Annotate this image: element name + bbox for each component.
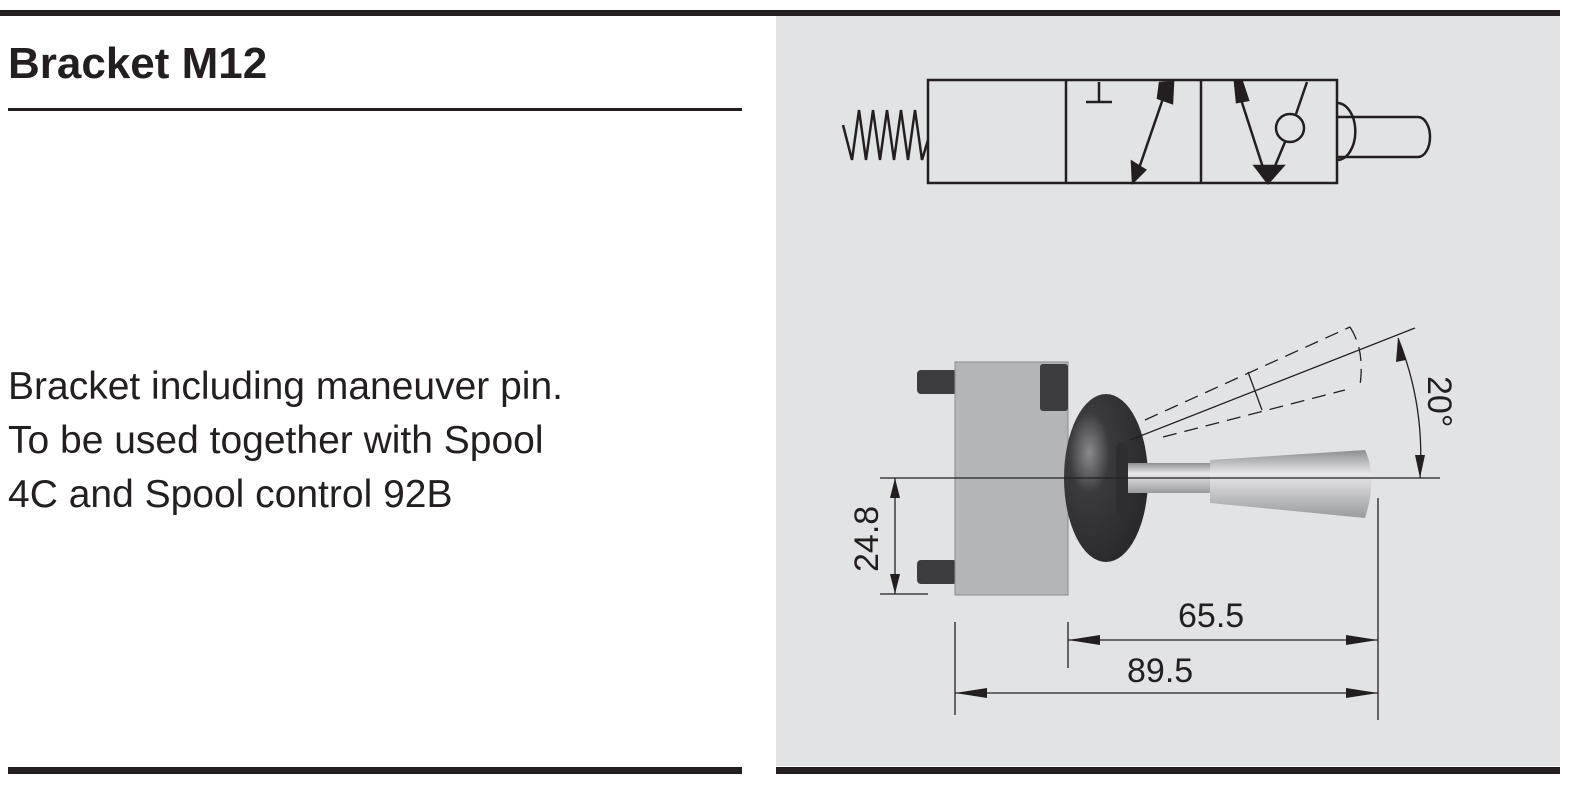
bottom-rule-right bbox=[776, 767, 1560, 774]
bottom-rule-left bbox=[8, 767, 742, 774]
product-description: Bracket including maneuver pin. To be us… bbox=[8, 360, 738, 522]
spring-icon bbox=[841, 109, 930, 161]
mounting-pin-top bbox=[917, 370, 957, 394]
bracket-drawing: 24.8 65.5 89.5 20° bbox=[848, 326, 1458, 720]
dimension-overall-length: 89.5 bbox=[1127, 652, 1193, 690]
mounting-pin-bottom bbox=[917, 560, 957, 584]
page-title: Bracket M12 bbox=[8, 39, 268, 88]
title-divider bbox=[8, 108, 742, 111]
dimension-handle-length: 65.5 bbox=[1178, 597, 1244, 635]
dimension-angle: 20° bbox=[1420, 376, 1458, 427]
description-line: Bracket including maneuver pin. bbox=[8, 365, 563, 408]
top-rule bbox=[0, 10, 1560, 16]
description-line: To be used together with Spool bbox=[8, 419, 544, 462]
dimension-height: 24.8 bbox=[848, 506, 886, 572]
valve-schematic-symbol bbox=[841, 78, 1432, 185]
lever-handle bbox=[1210, 450, 1372, 518]
description-line: 4C and Spool control 92B bbox=[8, 473, 453, 516]
